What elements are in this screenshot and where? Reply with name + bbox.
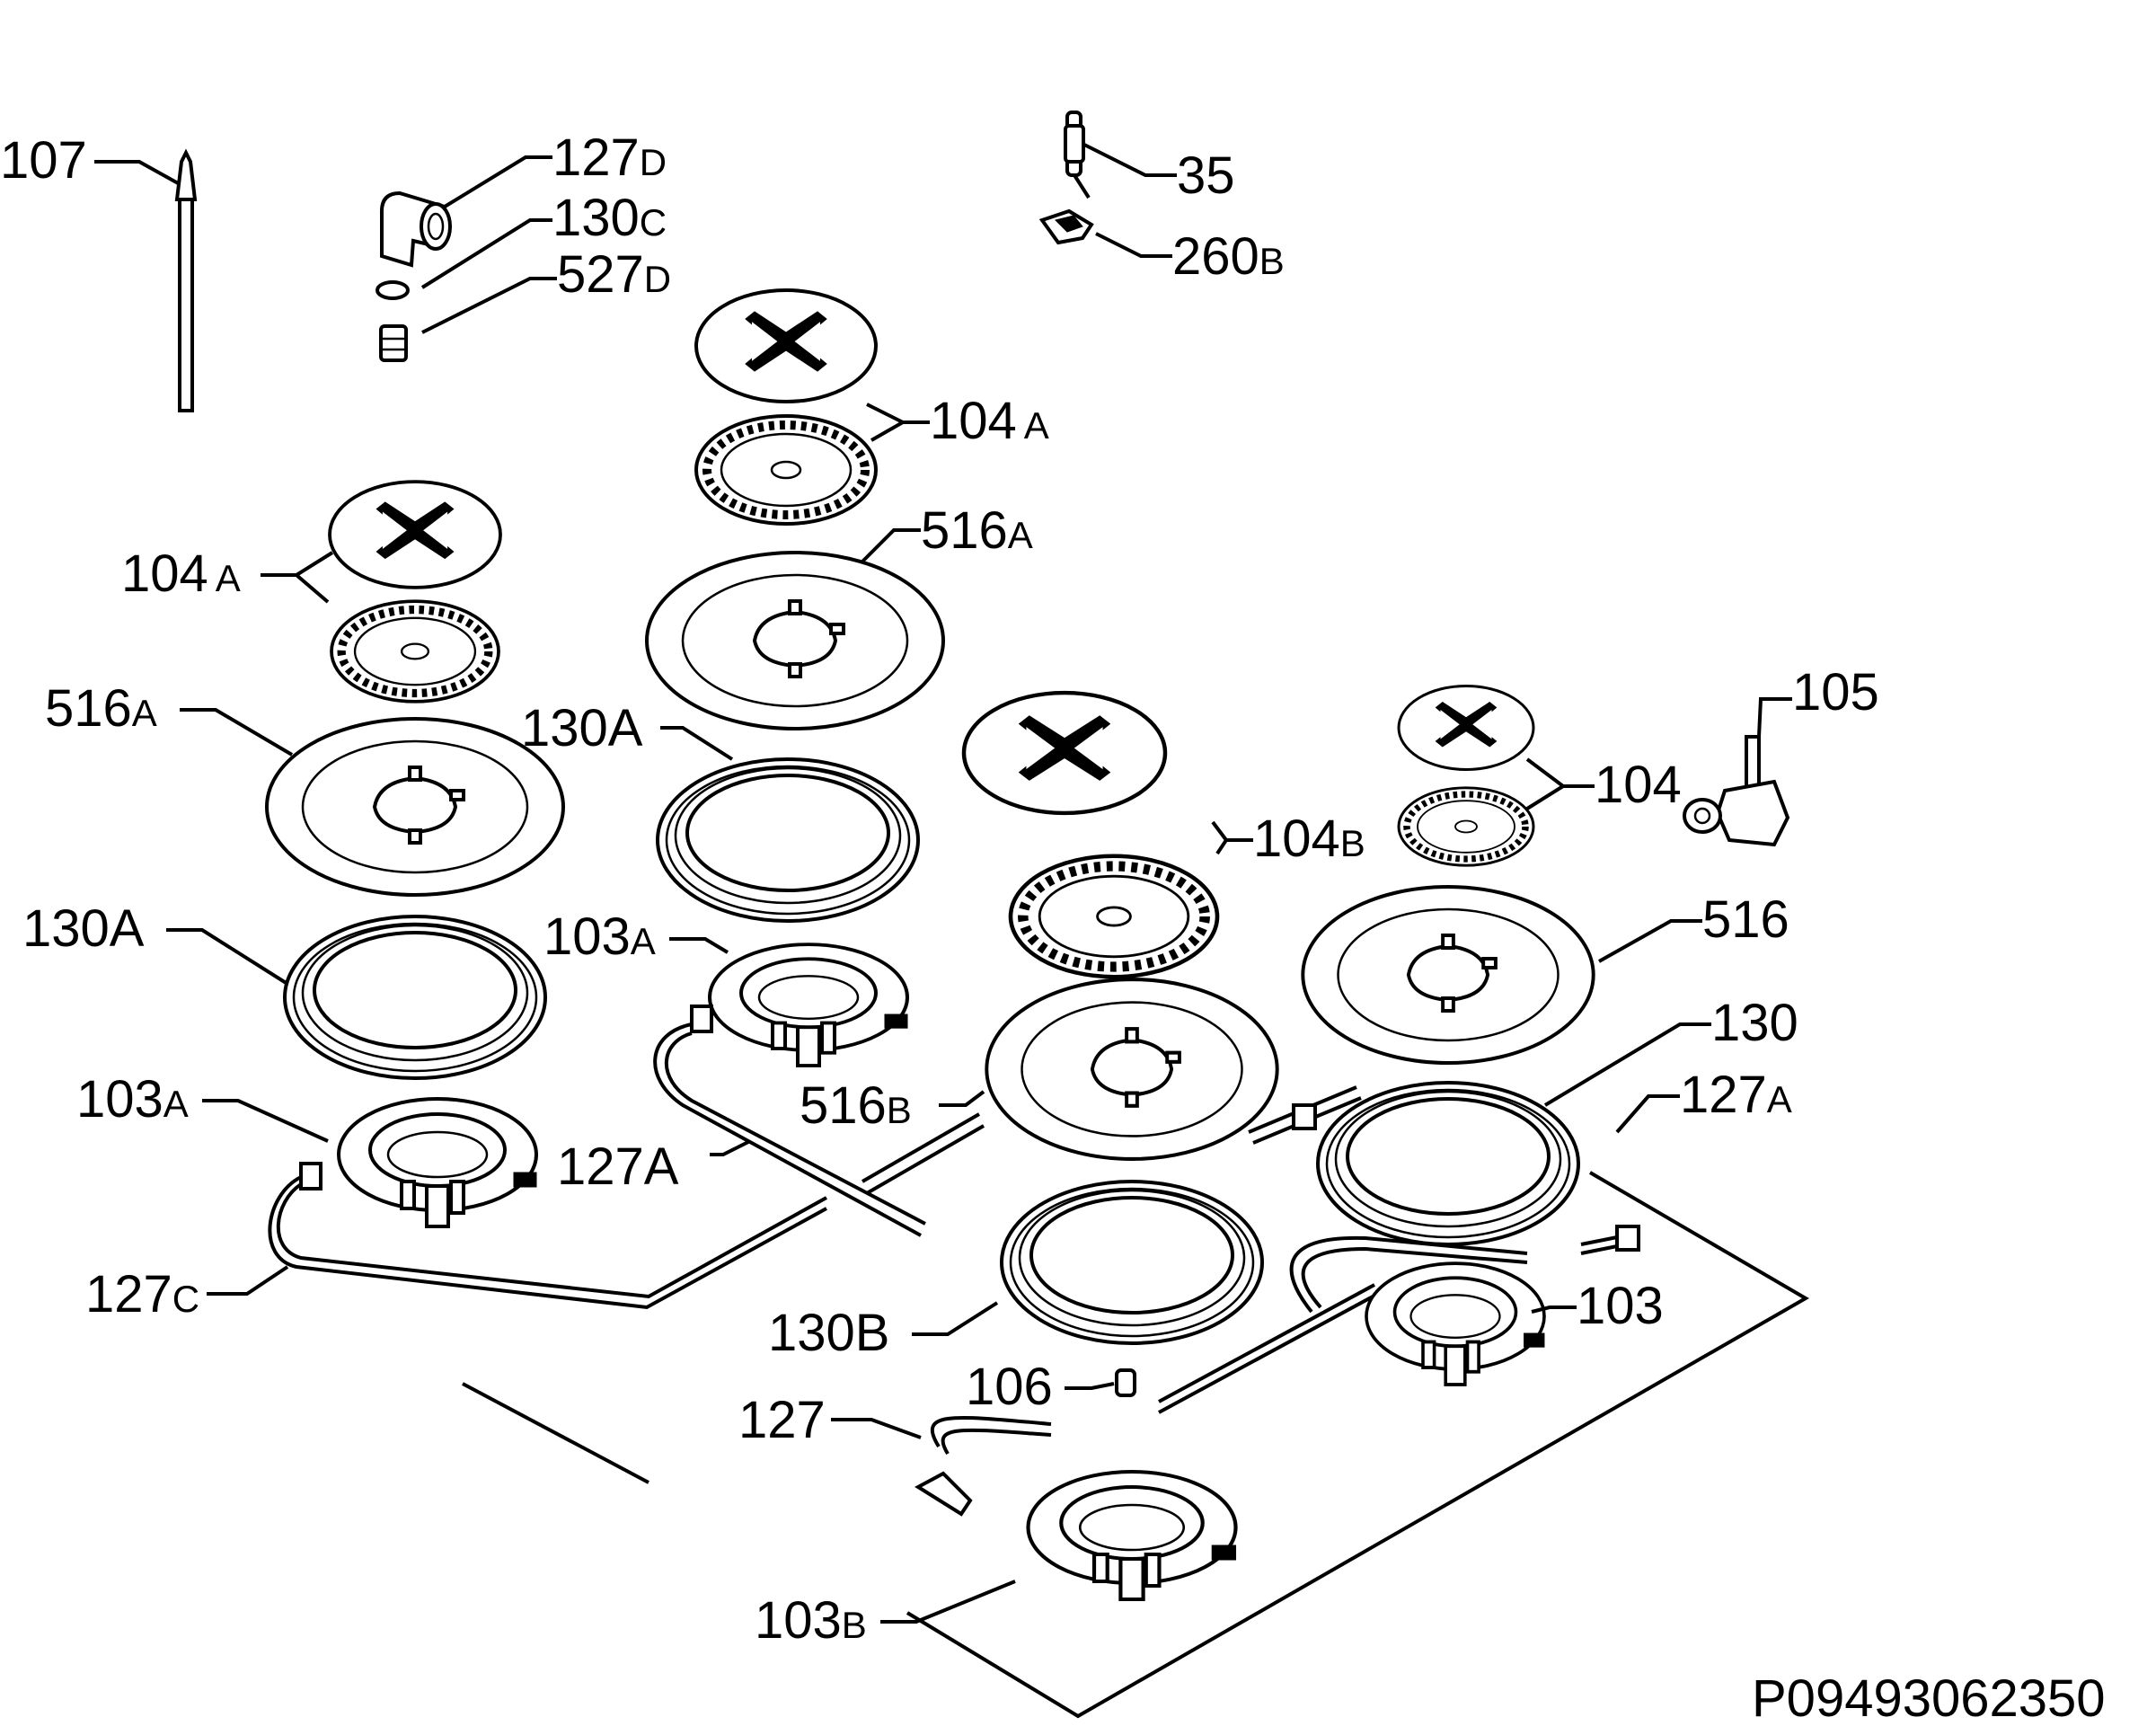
label-107: 107 <box>0 131 87 190</box>
clip-260b <box>1038 208 1094 245</box>
label-130c: 130C <box>552 189 667 247</box>
label-130a-mid: 130A <box>521 699 643 757</box>
label-130b: 130B <box>768 1304 889 1362</box>
nut-527d <box>379 324 408 362</box>
label-130: 130 <box>1711 994 1798 1052</box>
diagram-code: P09493062350 <box>1752 1669 2106 1726</box>
label-105: 105 <box>1792 663 1879 721</box>
label-127d: 127D <box>552 128 667 187</box>
label-516a-left: 516A <box>45 679 157 738</box>
label-106: 106 <box>966 1358 1053 1416</box>
label-260b: 260B <box>1172 227 1285 286</box>
label-103a-left: 103A <box>76 1070 189 1129</box>
elbow-fitting-127d <box>380 190 452 268</box>
burner-stack-top <box>645 288 945 1067</box>
injector-106 <box>1115 1368 1136 1397</box>
label-104: 104 <box>1595 756 1682 814</box>
label-104b: 104B <box>1253 810 1365 868</box>
label-516a-top: 516A <box>921 501 1033 560</box>
gas-tap-105 <box>1683 735 1790 847</box>
burner-stack-right <box>1301 685 1595 1386</box>
label-127: 127 <box>738 1391 826 1449</box>
pipe-fittings <box>299 1005 1640 1517</box>
gas-pipes <box>268 1022 1627 1456</box>
label-103: 103 <box>1577 1277 1664 1335</box>
label-103a-mid: 103A <box>543 907 656 966</box>
label-516b: 516B <box>800 1076 912 1135</box>
seal-130c <box>376 280 410 300</box>
burner-stack-left <box>265 480 565 1228</box>
leader-lines <box>94 142 1792 1624</box>
label-527d: 527D <box>557 245 671 304</box>
burner-stack-centre <box>964 693 1277 1599</box>
label-516: 516 <box>1702 890 1789 949</box>
label-103b: 103B <box>755 1591 867 1650</box>
label-127c: 127C <box>85 1265 199 1323</box>
hob-outline <box>462 1171 1809 1719</box>
electrode-107 <box>174 148 198 412</box>
label-130a-left: 130A <box>22 899 145 958</box>
label-127a-right: 127A <box>1680 1066 1792 1124</box>
label-35: 35 <box>1177 146 1235 205</box>
label-127a-mid: 127A <box>557 1137 679 1196</box>
thermocouple-35 <box>1064 111 1091 199</box>
